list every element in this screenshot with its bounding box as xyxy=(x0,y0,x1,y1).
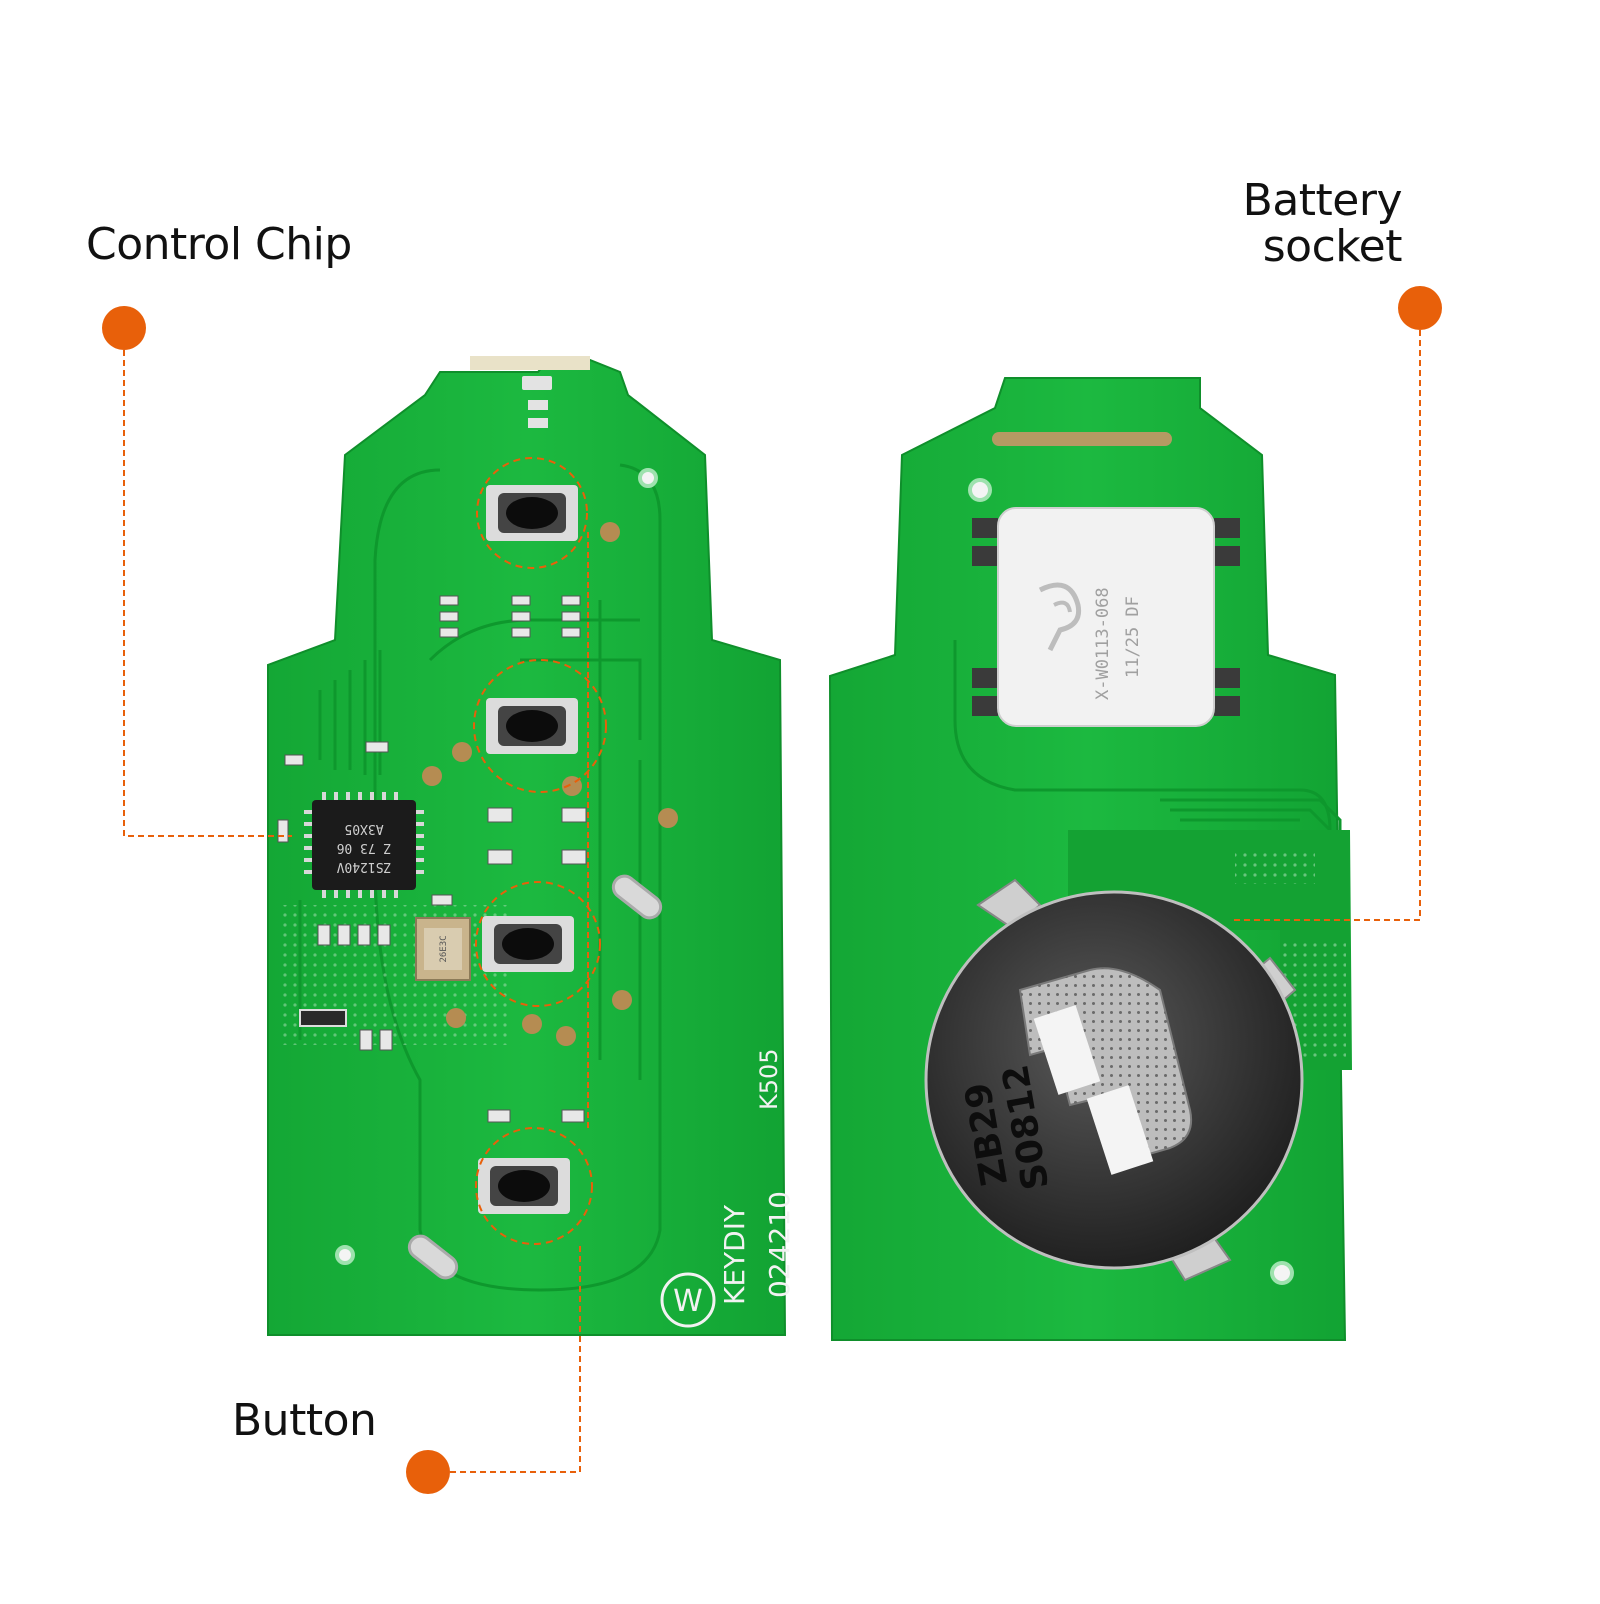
button-label: Button xyxy=(232,1395,377,1446)
callout-control-chip xyxy=(102,306,292,837)
mount-hole xyxy=(335,1245,355,1265)
top-contact-strip xyxy=(992,432,1172,446)
right-pcb-board: X-W0113-068 11/25 DF ZB29 S0812 xyxy=(828,377,1352,1341)
left-pcb-board: 26E3C ZS1240V xyxy=(267,356,796,1336)
mount-hole xyxy=(968,478,992,502)
serial-text: 024210 xyxy=(763,1191,796,1298)
smd-arrays xyxy=(277,595,587,1123)
callout-line xyxy=(123,350,292,837)
callout-dot xyxy=(1398,286,1442,330)
callout-dot xyxy=(102,306,146,350)
rf-module: X-W0113-068 11/25 DF xyxy=(972,507,1240,727)
battery-spring-contact xyxy=(1086,1085,1154,1175)
tactile-button-4 xyxy=(478,1158,570,1214)
callout-dot xyxy=(406,1450,450,1494)
left-top-components xyxy=(522,376,552,428)
battery-socket-label-line1: Battery xyxy=(1242,175,1403,226)
mount-hole xyxy=(638,468,658,488)
right-via-field-2 xyxy=(1235,848,1315,884)
chip-marking-line2: Z 73 06 xyxy=(337,840,392,855)
module-logo-icon xyxy=(1038,582,1082,652)
button-highlight-circles xyxy=(473,457,607,1245)
control-chip: ZS1240V Z 73 06 A3X05 xyxy=(304,792,424,898)
battery-socket-label: Battery socket xyxy=(1242,175,1403,273)
callout-line xyxy=(1230,330,1421,921)
mount-hole xyxy=(1270,1261,1294,1285)
control-chip-label: Control Chip xyxy=(86,219,352,270)
tactile-button-1 xyxy=(486,485,578,541)
battery-spring-contact xyxy=(1033,1005,1101,1095)
callout-line xyxy=(450,1244,581,1473)
brand-text: KEYDIY xyxy=(718,1204,751,1305)
module-marking-line2: 11/25 DF xyxy=(1123,596,1143,678)
battery-socket-label-line2: socket xyxy=(1262,221,1403,273)
copper-pads xyxy=(422,522,678,1046)
crystal-oscillator: 26E3C xyxy=(415,917,471,981)
tactile-button-2 xyxy=(486,698,578,754)
left-connector-tab xyxy=(470,356,590,370)
chip-marking-line3: A3X05 xyxy=(344,821,383,836)
keydiy-logo: W xyxy=(660,1272,716,1328)
svg-text:W: W xyxy=(673,1284,703,1319)
module-marking-line1: X-W0113-068 xyxy=(1093,587,1113,700)
tactile-button-3 xyxy=(482,916,574,972)
model-text: K505 xyxy=(755,1048,783,1110)
callout-battery-socket xyxy=(1230,286,1442,921)
crystal-marking: 26E3C xyxy=(439,935,449,962)
oval-solder-pads xyxy=(407,874,663,1280)
callout-button xyxy=(406,532,589,1494)
battery-socket: ZB29 S0812 xyxy=(924,878,1304,1282)
chip-marking-line1: ZS1240V xyxy=(336,859,391,874)
